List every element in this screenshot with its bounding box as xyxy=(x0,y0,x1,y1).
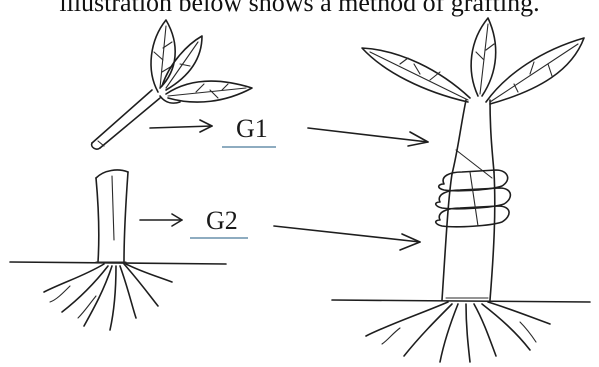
grafted-plant xyxy=(332,18,590,362)
arrow-g2-to-graft xyxy=(274,226,420,250)
label-g1: G1 xyxy=(236,114,268,144)
scion-cutting xyxy=(92,20,252,149)
arrow-g1-to-graft xyxy=(308,128,428,146)
arrow-scion-to-g1 xyxy=(150,120,212,132)
label-g2: G2 xyxy=(206,206,238,236)
rootstock xyxy=(10,170,226,330)
arrow-stock-to-g2 xyxy=(140,214,182,226)
